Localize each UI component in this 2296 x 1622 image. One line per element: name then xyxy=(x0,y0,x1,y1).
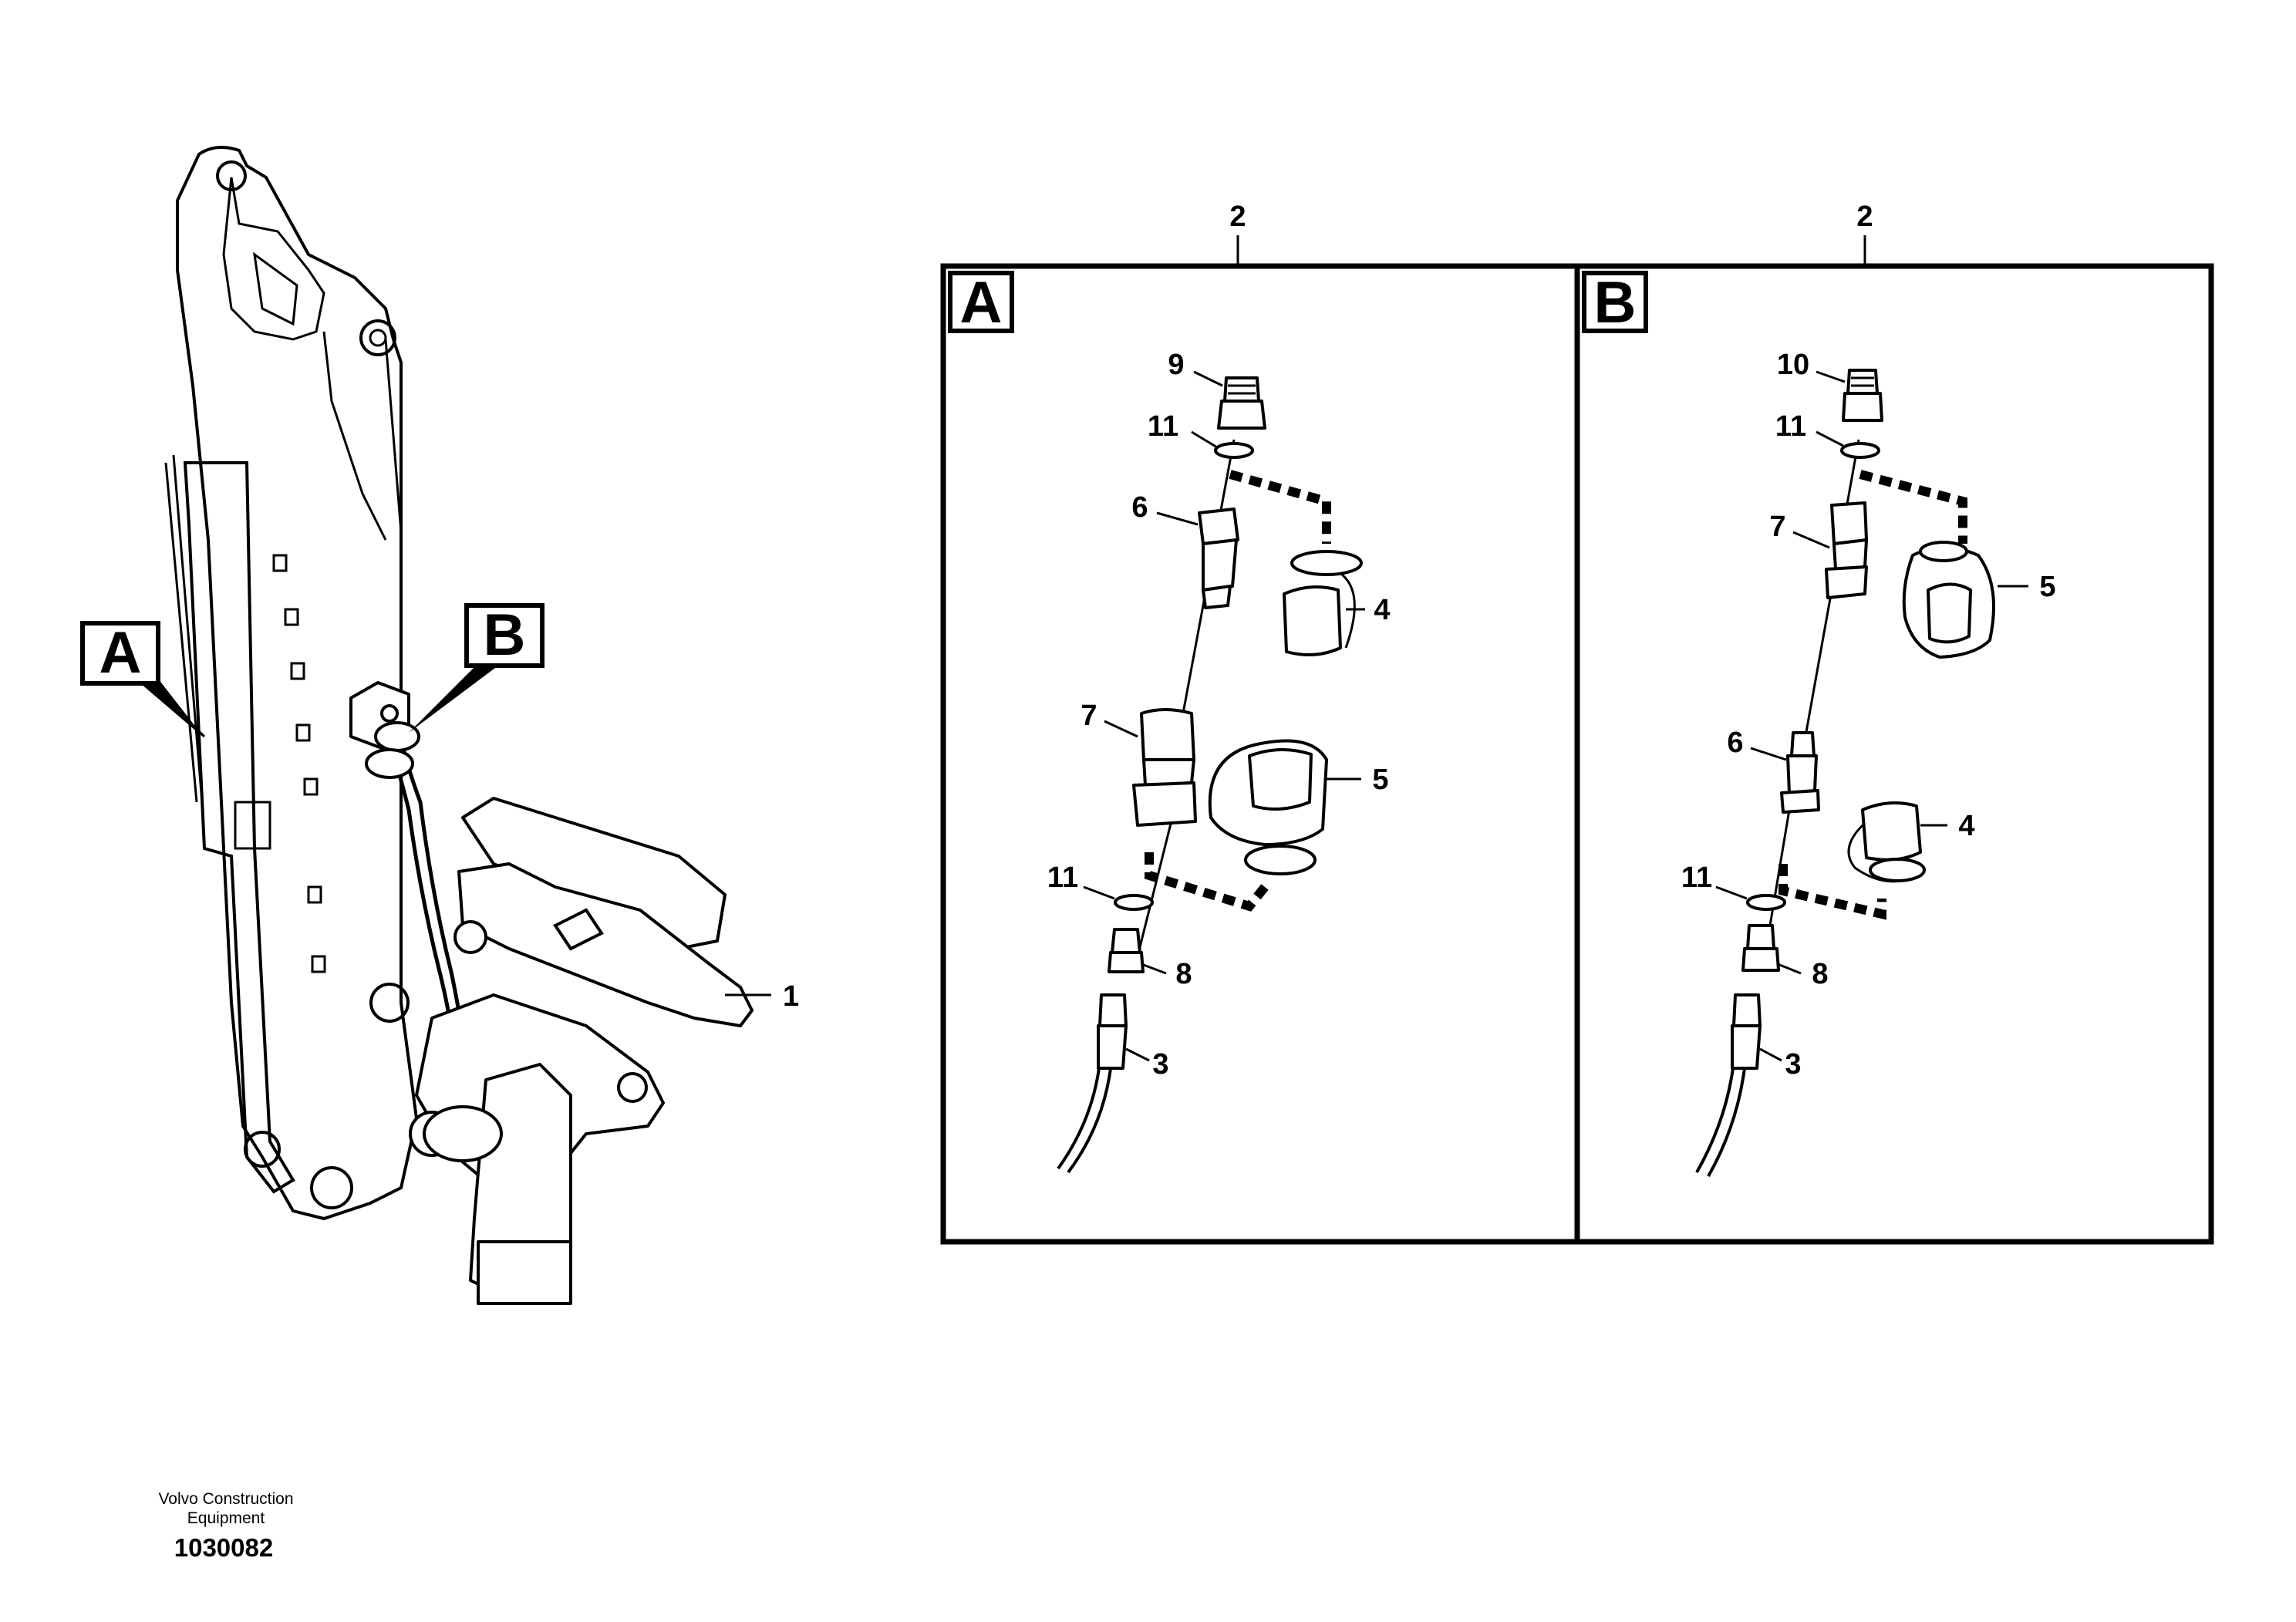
view-a-label: A xyxy=(99,620,142,686)
panel-a-top-callout: 2 xyxy=(1229,201,1246,233)
callout-a-4-label: 4 xyxy=(1374,594,1390,626)
callout-a-3: 3 xyxy=(1125,1047,1169,1081)
excavator-arm-illustration xyxy=(164,146,754,1305)
callout-1: 1 xyxy=(725,980,799,1013)
part-10-fitting[interactable] xyxy=(1842,369,1883,422)
part-6-nipple[interactable] xyxy=(1780,731,1820,814)
panel-a: 2 A 9 11 xyxy=(940,201,1580,1245)
callout-a-3-label: 3 xyxy=(1152,1048,1168,1081)
part-7-coupler[interactable] xyxy=(1825,501,1868,599)
part-8-nipple[interactable] xyxy=(1108,928,1145,973)
company-name-line2: Equipment xyxy=(187,1509,265,1527)
callout-a-8: 8 xyxy=(1141,958,1192,990)
callout-a-4: 4 xyxy=(1346,594,1391,626)
callout-a-9: 9 xyxy=(1168,349,1223,387)
tether-line-bottom xyxy=(1778,864,1886,920)
part-3-hose[interactable] xyxy=(1695,993,1762,1177)
callout-b-5: 5 xyxy=(1998,571,2056,603)
part-6-coupler[interactable] xyxy=(1198,508,1239,609)
tether-line-bottom xyxy=(1145,852,1269,912)
panel-b: 2 B 10 11 xyxy=(1574,201,2214,1245)
callout-b-7-label: 7 xyxy=(1769,511,1785,543)
part-8-nipple[interactable] xyxy=(1741,924,1780,972)
panel-b-letter-box xyxy=(1582,271,1648,333)
callout-b-11-top-label: 11 xyxy=(1775,410,1806,443)
callout-a-11-bottom: 11 xyxy=(1047,862,1115,900)
view-a-callout[interactable]: A xyxy=(80,620,206,738)
callout-b-3: 3 xyxy=(1759,1047,1802,1081)
part-7-coupler[interactable] xyxy=(1132,708,1197,827)
callout-a-6: 6 xyxy=(1131,491,1199,526)
tether-line-top xyxy=(1229,470,1331,544)
part-11-o-ring-bottom[interactable] xyxy=(1114,894,1154,911)
part-4-dust-cap[interactable] xyxy=(1283,550,1363,656)
part-11-o-ring-top[interactable] xyxy=(1840,442,1880,459)
part-4-dust-cap[interactable] xyxy=(1847,801,1926,883)
part-3-hose[interactable] xyxy=(1057,993,1128,1174)
view-b-label-box xyxy=(464,603,544,668)
tether-line-top xyxy=(1859,470,1967,544)
part-5-cap[interactable] xyxy=(1208,739,1328,875)
callout-b-3-label: 3 xyxy=(1785,1048,1801,1081)
panel-a-letter: A xyxy=(960,270,1003,336)
callout-b-11-top: 11 xyxy=(1775,410,1844,447)
callout-b-6: 6 xyxy=(1727,727,1787,761)
view-b-label: B xyxy=(484,602,526,668)
callout-b-11-bottom-label: 11 xyxy=(1681,862,1712,894)
callout-b-11-bottom: 11 xyxy=(1681,862,1748,900)
part-5-cap[interactable] xyxy=(1902,541,1995,659)
panel-b-frame xyxy=(1574,263,2214,1245)
callout-a-5: 5 xyxy=(1327,764,1389,796)
company-name-line1: Volvo Construction xyxy=(158,1490,293,1508)
callout-b-8-label: 8 xyxy=(1812,958,1828,990)
panel-b-letter: B xyxy=(1594,270,1637,336)
callout-b-8: 8 xyxy=(1777,958,1829,990)
callout-a-11-top-label: 11 xyxy=(1148,410,1178,443)
panel-b-top-callout: 2 xyxy=(1856,201,1873,233)
part-11-o-ring-bottom[interactable] xyxy=(1746,894,1786,911)
part-11-o-ring-top[interactable] xyxy=(1214,442,1254,459)
footer: Volvo Construction Equipment 1030082 xyxy=(158,1490,293,1562)
callout-b-10: 10 xyxy=(1777,349,1846,383)
part-9-fitting[interactable] xyxy=(1217,376,1266,430)
callout-a-11-top: 11 xyxy=(1148,410,1218,449)
callout-b-4-label: 4 xyxy=(1958,810,1974,842)
callout-b-5-label: 5 xyxy=(2039,571,2055,603)
callout-a-8-label: 8 xyxy=(1175,958,1192,990)
callout-a-5-label: 5 xyxy=(1372,764,1388,796)
callout-b-7: 7 xyxy=(1769,511,1830,549)
callout-a-6-label: 6 xyxy=(1131,491,1148,524)
callout-a-7-label: 7 xyxy=(1081,700,1097,732)
view-b-callout[interactable]: B xyxy=(409,602,544,733)
callout-b-4: 4 xyxy=(1920,810,1975,842)
view-a-label-box xyxy=(80,621,160,686)
callout-1-label: 1 xyxy=(783,980,799,1013)
callout-a-9-label: 9 xyxy=(1168,349,1184,381)
callout-a-7: 7 xyxy=(1081,700,1138,738)
callout-a-11-bottom-label: 11 xyxy=(1047,862,1078,894)
drawing-number: 1030082 xyxy=(174,1533,273,1562)
callout-b-6-label: 6 xyxy=(1727,727,1743,759)
panel-a-letter-box xyxy=(948,271,1014,333)
callout-b-10-label: 10 xyxy=(1777,349,1809,381)
